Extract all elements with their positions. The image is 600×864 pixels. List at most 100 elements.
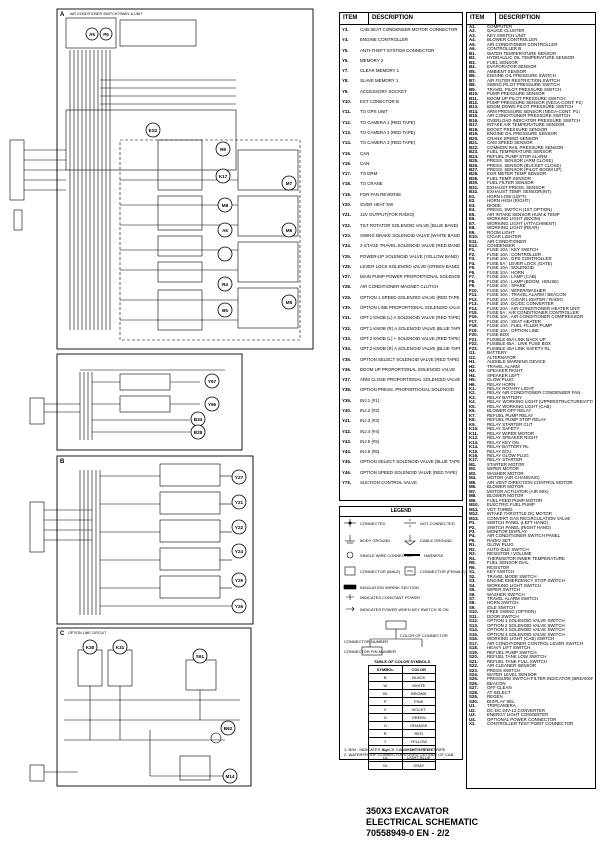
row-description: PRESS. SENSOR (ARM CLOSE)	[487, 159, 553, 164]
row-item-code: Y35.	[342, 356, 352, 362]
color-symbol: O	[369, 722, 403, 729]
table-row: U4.OPTIONAL POWER CONNECTOR	[469, 718, 593, 722]
table-row: U2.DC-DC 24V-12 CONVERTER	[469, 709, 593, 713]
conn-label-y67: Y67	[208, 379, 217, 384]
row-description: CLEAR MEMORY 1	[360, 68, 400, 74]
row-description: WORKING LIGHT (REAR)	[487, 226, 539, 231]
row-item-code: E9.	[469, 230, 476, 235]
table-row: Y46.OPTION SPEED SOLENOID VALVE (RED TAP…	[342, 468, 460, 478]
table-row: E1.HORN LOW (LEFT)	[469, 195, 593, 199]
table-row: R1.GLOW PLUG	[469, 543, 593, 547]
row-description: RELAY BATTERY	[487, 395, 523, 400]
row-item-code: Y31.	[342, 315, 352, 321]
table-row: A4.BLOWER CONTROLLER	[469, 38, 593, 42]
row-item-code: F18.	[469, 324, 478, 329]
conn-label-y66: Y66	[208, 402, 217, 407]
color-table-header: SYMBOL COLOR	[369, 666, 435, 673]
row-description: COMMON RAIL PRESSURE SENSOR	[487, 145, 564, 150]
row-item-code: S4.	[469, 583, 476, 588]
row-description: BLOWER OFF RELAY	[487, 409, 532, 414]
row-item-code: K3.	[469, 395, 476, 400]
row-item-code: K1.	[469, 386, 476, 391]
row-description: RADIO SET	[487, 538, 511, 543]
legend-connector-female: CONNECTOR (FEMALE)	[420, 569, 466, 574]
row-item-code: B10.	[469, 92, 479, 97]
row-description: HORN SWITCH	[487, 601, 519, 606]
row-description: OPTION 3 SOLENOID VALVE SWITCH	[487, 628, 565, 633]
row-description: RELAY BATTERY RL	[487, 445, 529, 450]
row-item-code: Y32.	[342, 325, 352, 331]
row-item-code: S22.	[469, 664, 479, 669]
row-item-code: Y5.	[342, 47, 349, 53]
color-symbol: G	[369, 714, 403, 721]
row-item-code: F11.	[469, 293, 478, 298]
legend-note-1: 1. B/W : INDICATES BLACK CABLE WITH RED …	[344, 747, 447, 752]
conn-label-p6: P6	[103, 32, 109, 37]
table-row: F11.FUSE 10A : TRAVEL ALARM / BEACON	[469, 293, 593, 297]
row-description: EVAPORATOR SENSOR	[487, 65, 537, 70]
row-item-code: S29.	[469, 695, 479, 700]
table-row: Y9.ACCESSORY SOCKET	[342, 87, 460, 97]
table-row: B6.ENGINE OIL PRESSURE SWITCH	[469, 74, 593, 78]
row-item-code: B15.	[469, 114, 479, 119]
table-row: M5.AIR VENT DIRECTION CONTROL MOTOR	[469, 481, 593, 485]
row-description: FUSE 10A : KEY SWITCH	[487, 248, 539, 253]
color-symbol: B	[369, 674, 403, 681]
table-row: B9.TRAVEL PILOT PRESSURE SWITCH	[469, 88, 593, 92]
row-description: POWER-UP SOLENOID VALVE (YELLOW BAND)	[360, 253, 459, 259]
row-item-code: Y44.	[342, 449, 352, 455]
row-item-code: F7.	[469, 275, 476, 280]
row-description: CAN	[360, 150, 370, 156]
table-row: P5. RADIO SET	[469, 539, 593, 543]
table-row: E5.AIR INTAKE SENSOR HUM & TEMP	[469, 213, 593, 217]
row-description: OPTION 4 SOLENOID VALVE SWITCH	[487, 632, 565, 637]
conn-label-s61: S61	[196, 654, 205, 659]
row-item-code: M7.	[469, 489, 477, 494]
col-item-header: ITEM	[340, 13, 369, 24]
row-item-code: X1.	[469, 722, 476, 727]
row-description: AIR CONDITIONER CONTROLLER	[487, 42, 558, 47]
row-item-code: K7.	[469, 413, 476, 418]
table-row: F14.FUSE 20A : AIR CONDITIONER HEATER UN…	[469, 307, 593, 311]
row-item-code: B28.	[469, 172, 479, 177]
table-row: S18.HEAVY LIFT SWITCH	[469, 646, 593, 650]
row-description: INJ.4 (#4)	[360, 428, 380, 434]
row-description: WORKING LIGHT (ATTACHMENT)	[487, 221, 557, 226]
row-description: REGEN	[487, 695, 503, 700]
row-description: FUSE 10A : DC/DC CONVERTER	[487, 302, 554, 307]
row-description: WIPER MOTOR	[487, 467, 519, 472]
table-row: S11.DOOR SWITCH	[469, 615, 593, 619]
row-item-code: F21.	[469, 337, 478, 342]
row-item-code: A1.	[469, 25, 476, 29]
table-row: F7.FUSE 10A : LAMP (CAB)	[469, 275, 593, 279]
table-row: B27.PRESS. SENSOR (PILOT BOOM UP)	[469, 168, 593, 172]
table-row: Y36.BOOM UP PROPORTIONAL SOLENOID VALVE	[342, 365, 460, 375]
row-item-code: E4.	[469, 208, 476, 213]
conn-label-y25: Y25	[235, 578, 244, 583]
table-row: H1.AUDIBLE WARNING DEVICE	[469, 360, 593, 364]
table-row: Y30.OPTION LINE PROPORTIONAL SOLENOID VA…	[342, 303, 460, 313]
row-description: ENGINE CONTROLLER	[360, 37, 409, 43]
row-item-code: Y27.	[342, 274, 352, 280]
row-description: OPTIONAL POWER CONNECTOR	[487, 717, 557, 722]
row-item-code: Y34.	[342, 346, 352, 352]
row-item-code: S1.	[469, 570, 476, 575]
row-item-code: P5.	[469, 538, 476, 543]
table-row: M12.INTAKE THROTTLE DC MOTOR	[469, 512, 593, 516]
table-row: M3.WASHER MOTOR	[469, 472, 593, 476]
row-item-code: E12.	[469, 243, 479, 248]
table-row: Y45.OPTION SELECT SOLENOID VALVE (BLUE T…	[342, 457, 460, 467]
row-item-code: A2.	[469, 29, 476, 34]
table-row: M9.FUEL FEED PUMP MOTOR	[469, 499, 593, 503]
row-item-code: B9.	[469, 87, 476, 92]
table-row: K11.RELAY WIPER MOTOR	[469, 432, 593, 436]
section-b-label: B	[60, 459, 65, 465]
conn-label-k31: K31	[116, 645, 125, 650]
table-row: Y31.OPT.1 KNOB (L) A SOLENOID VALVE (RED…	[342, 313, 460, 323]
table-row: B30.FUEL FILTER SENSOR	[469, 181, 593, 185]
table-row: E4.PRESS. SWITCH (1ST OPTION)	[469, 208, 593, 212]
row-description: FUSE 10A : SEAT HEATER	[487, 319, 541, 324]
row-description: OPTION 2 SOLENOID VALVE SWITCH	[487, 623, 565, 628]
table-row: P2.SWITCH PANEL (RIGHT HAND)	[469, 526, 593, 530]
